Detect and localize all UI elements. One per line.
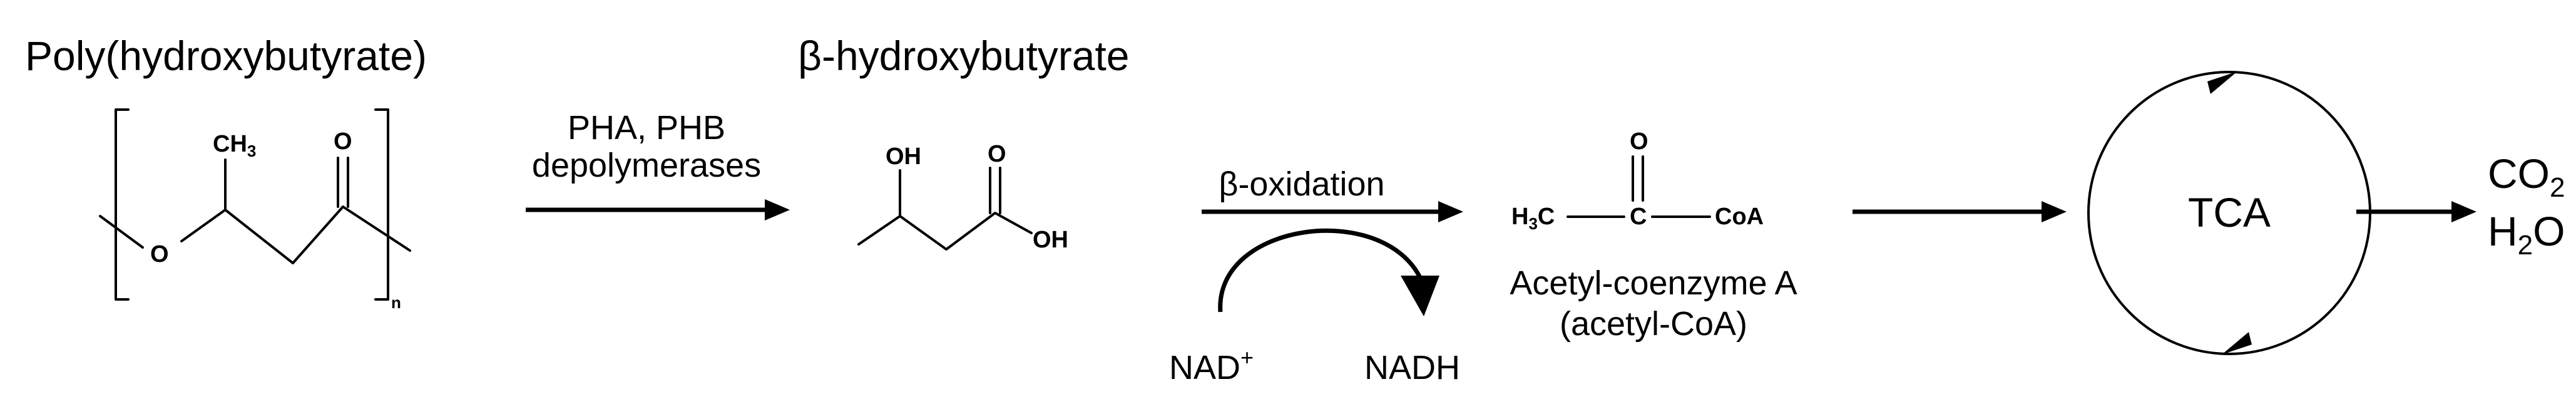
hb-carbonyl-oxygen: O bbox=[988, 141, 1006, 167]
phb-right-bracket bbox=[374, 108, 389, 301]
acetyl-h3c-label: H3C bbox=[1511, 204, 1555, 233]
phb-left-bracket bbox=[115, 108, 130, 301]
hb-carbonyl-bond bbox=[989, 167, 1001, 214]
acetyl-coa-structure: H3C C O CoA bbox=[1511, 128, 1764, 233]
beta-oxidation-label: β-oxidation bbox=[1219, 165, 1384, 203]
tca-label: TCA bbox=[2188, 189, 2271, 236]
h2o-label: H2O bbox=[2488, 208, 2565, 261]
hb-backbone bbox=[857, 212, 1033, 251]
acetyl-coa-name-line2: (acetyl-CoA) bbox=[1560, 305, 1747, 343]
nad-plus-label: NAD+ bbox=[1169, 345, 1254, 386]
phb-ch3-label: CH3 bbox=[213, 131, 256, 160]
co2-label: CO2 bbox=[2488, 150, 2565, 203]
hb-name-label: β-hydroxybutyrate bbox=[798, 33, 1130, 79]
to-tca-arrow bbox=[1853, 201, 2067, 222]
to-products-arrow bbox=[2356, 201, 2476, 222]
enzyme-label-line2: depolymerases bbox=[532, 147, 761, 184]
acetyl-carbonyl-oxygen: O bbox=[1630, 128, 1648, 155]
phb-carbonyl-oxygen: O bbox=[334, 128, 352, 155]
acetyl-carbonyl-carbon: C bbox=[1630, 204, 1647, 230]
hb-structure: OH O OH bbox=[857, 141, 1068, 253]
phb-structure: CH3 O O n bbox=[99, 108, 411, 312]
phb-name-label: Poly(hydroxybutyrate) bbox=[25, 33, 427, 79]
enzyme-label-line1: PHA, PHB bbox=[568, 109, 725, 147]
beta-oxidation-arrow bbox=[1202, 201, 1463, 222]
nadh-label: NADH bbox=[1364, 349, 1460, 386]
acetyl-coa-name-line1: Acetyl-coenzyme A bbox=[1510, 264, 1797, 302]
phb-repeat-subscript: n bbox=[391, 293, 401, 312]
tca-cycle-top-arrowhead bbox=[2207, 71, 2237, 94]
phb-ester-oxygen: O bbox=[150, 241, 169, 267]
cofactor-curved-arrow bbox=[1218, 228, 1439, 316]
acetyl-coa-group: CoA bbox=[1715, 204, 1764, 230]
depolymerase-arrow bbox=[526, 199, 790, 220]
hb-hydroxyl-label: OH bbox=[886, 143, 921, 170]
phb-carbonyl-bond bbox=[337, 157, 349, 208]
tca-cycle: TCA bbox=[2087, 71, 2371, 355]
acetyl-carbonyl-bond bbox=[1632, 155, 1644, 202]
phb-backbone bbox=[99, 205, 411, 264]
hb-acid-oh-label: OH bbox=[1033, 227, 1068, 253]
tca-cycle-bottom-arrowhead bbox=[2222, 332, 2252, 355]
